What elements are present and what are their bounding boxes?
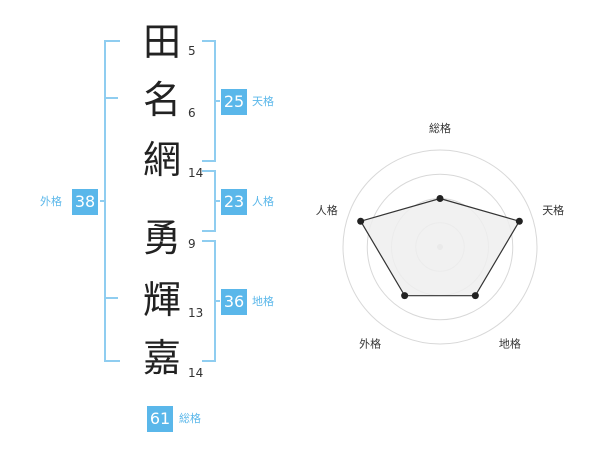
radar-point-総格 — [436, 195, 444, 202]
jinkaku-value-badge: 23 — [221, 189, 247, 215]
radar-axis-label: 人格 — [316, 203, 338, 217]
chikaku-bracket-connector — [214, 300, 220, 302]
gaikaku-value-badge: 38 — [72, 189, 98, 215]
jinkaku-bracket-connector — [214, 200, 220, 202]
radar-point-人格 — [357, 217, 365, 225]
radar-point-外格 — [401, 292, 409, 300]
radar-ring-3 — [366, 173, 514, 321]
gaikaku-bracket-connector — [100, 200, 106, 202]
stroke-count-2: 6 — [188, 106, 196, 120]
radar-polygon — [359, 197, 521, 297]
gaikaku-bracket-tick-top — [106, 97, 118, 99]
stroke-count-5: 13 — [188, 306, 204, 320]
gaikaku-label: 外格 — [40, 195, 62, 208]
kanji-2: 名 — [142, 78, 181, 122]
radar-point-地格 — [471, 292, 479, 300]
tenkaku-label: 天格 — [252, 95, 274, 108]
radar-axis-label: 天格 — [542, 203, 564, 217]
soukaku-value-badge: 61 — [147, 406, 173, 432]
kanji-5: 輝 — [142, 278, 181, 322]
stroke-count-1: 5 — [188, 44, 196, 58]
radar-axis-label: 外格 — [359, 336, 381, 350]
soukaku-label: 総格 — [179, 412, 201, 425]
gaikaku-bracket — [104, 40, 120, 362]
radar-axis-label: 総格 — [429, 121, 451, 135]
chikaku-value-badge: 36 — [221, 289, 247, 315]
radar-shape — [357, 195, 523, 300]
gaikaku-bracket-tick-bottom — [106, 297, 118, 299]
kanji-3: 網 — [142, 138, 181, 182]
tenkaku-bracket-connector — [214, 100, 220, 102]
kanji-4: 勇 — [142, 216, 181, 260]
kanji-1: 田 — [142, 20, 181, 64]
chikaku-label: 地格 — [252, 295, 274, 308]
kanji-6: 嘉 — [142, 336, 181, 380]
radar-ring-4 — [342, 149, 538, 345]
stroke-count-3: 14 — [188, 166, 204, 180]
tenkaku-value-badge: 25 — [221, 89, 247, 115]
stroke-count-4: 9 — [188, 237, 196, 251]
stroke-count-6: 14 — [188, 366, 204, 380]
radar-axis-label: 地格 — [499, 336, 521, 350]
radar-point-天格 — [515, 217, 523, 225]
jinkaku-label: 人格 — [252, 195, 274, 208]
